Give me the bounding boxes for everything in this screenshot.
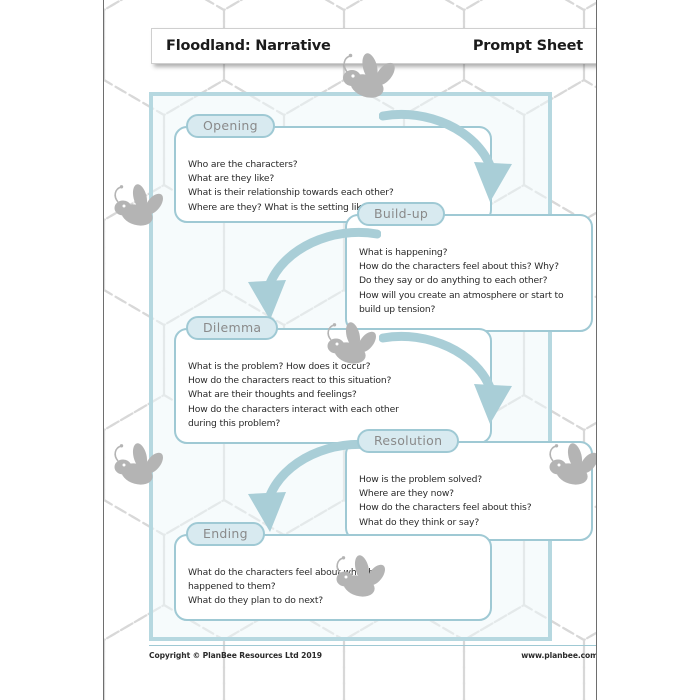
question-line: What do the characters feel about what h… xyxy=(188,567,385,578)
question-line: What is happening? xyxy=(359,247,448,258)
question-line: build up tension? xyxy=(359,303,436,315)
stage-label-build-up: Build-up xyxy=(357,202,446,226)
stage-box-resolution: Resolution How is the problem solved? Wh… xyxy=(345,429,593,541)
question-line: Where are they? What is the setting like… xyxy=(188,201,372,213)
question-line: What are their thoughts and feelings? xyxy=(188,389,357,401)
website-link[interactable]: www.planbee.com xyxy=(521,651,597,660)
question-line: Who are the characters? xyxy=(188,159,298,170)
question-line: How will you create an atmosphere or sta… xyxy=(359,289,564,301)
stage-questions-dilemma: What is the problem? How does it occur? … xyxy=(188,360,480,431)
footer: Copyright © PlanBee Resources Ltd 2019 w… xyxy=(149,651,597,660)
stage-questions-opening: Who are the characters? What are they li… xyxy=(188,158,480,215)
question-line: Where are they now? xyxy=(359,488,454,500)
stage-box-opening: Opening Who are the characters? What are… xyxy=(174,114,492,223)
question-line: What do they plan to do next? xyxy=(188,595,324,607)
stage-label-opening: Opening xyxy=(186,114,275,138)
stage-label-ending: Ending xyxy=(186,522,265,546)
stage-box-ending: Ending What do the characters feel about… xyxy=(174,522,492,621)
question-line: during this problem? xyxy=(188,417,281,429)
question-line: happened to them? xyxy=(188,581,276,593)
copyright-text: Copyright © PlanBee Resources Ltd 2019 xyxy=(149,651,322,660)
stage-box-build-up: Build-up What is happening? How do the c… xyxy=(345,202,593,332)
question-line: How is the problem solved? xyxy=(359,474,483,485)
stage-label-resolution: Resolution xyxy=(357,429,460,453)
question-line: How do the characters feel about this? W… xyxy=(359,261,559,273)
question-line: What are they like? xyxy=(188,173,275,185)
question-line: What is the problem? How does it occur? xyxy=(188,361,371,372)
question-line: How do the characters react to this situ… xyxy=(188,375,392,387)
question-line: How do the characters feel about this? xyxy=(359,502,532,514)
worksheet-header-bar: Floodland: Narrative Prompt Sheet xyxy=(151,28,596,64)
question-line: What is their relationship towards each … xyxy=(188,187,394,199)
sheet-type-label: Prompt Sheet xyxy=(472,38,583,54)
worksheet-title: Floodland: Narrative xyxy=(166,38,331,54)
narrative-structure-panel: Opening Who are the characters? What are… xyxy=(149,92,593,641)
stage-label-dilemma: Dilemma xyxy=(186,316,279,340)
question-line: How do the characters interact with each… xyxy=(188,403,399,415)
question-line: Do they say or do anything to each other… xyxy=(359,275,548,287)
footer-divider xyxy=(149,645,596,646)
question-line: What do they think or say? xyxy=(359,516,480,528)
stage-questions-build-up: What is happening? How do the characters… xyxy=(359,246,581,317)
stage-box-dilemma: Dilemma What is the problem? How does it… xyxy=(174,316,492,444)
paper-sheet: Floodland: Narrative Prompt Sheet xyxy=(103,0,597,700)
stage-questions-ending: What do the characters feel about what h… xyxy=(188,566,480,609)
stage-questions-resolution: How is the problem solved? Where are the… xyxy=(359,473,581,530)
